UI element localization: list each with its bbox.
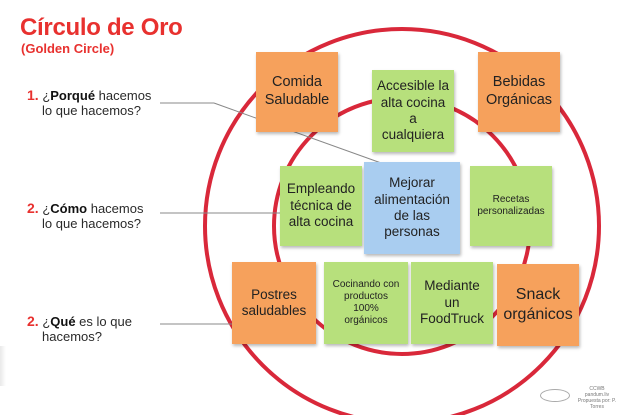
question-why-prefix: ¿ bbox=[42, 88, 51, 103]
note-snack-organicos-text: Snack orgánicos bbox=[503, 286, 573, 323]
note-snack-organicos: Snack orgánicos bbox=[497, 264, 579, 346]
note-cocinando-organicos-text: Cocinando con productos 100% orgánicos bbox=[332, 278, 400, 327]
note-empleando-tecnica: Empleando técnica de alta cocina bbox=[280, 166, 362, 246]
question-how: 2. ¿Cómo hacemos lo que hacemos? bbox=[27, 200, 144, 232]
question-how-line2: lo que hacemos? bbox=[42, 216, 142, 231]
note-postres-saludables: Postres saludables bbox=[232, 262, 316, 344]
note-empleando-tecnica-text: Empleando técnica de alta cocina bbox=[286, 181, 356, 230]
note-mejorar-alimentacion-text: Mejorar alimentación de las personas bbox=[374, 175, 450, 240]
question-what-number: 2. bbox=[27, 313, 39, 329]
question-what-prefix: ¿ bbox=[42, 314, 51, 329]
question-why-line2: lo que hacemos? bbox=[42, 103, 142, 118]
slide-title: Círculo de Oro bbox=[20, 14, 183, 41]
question-what-line2: hacemos? bbox=[42, 329, 102, 344]
question-how-rest: hacemos bbox=[87, 201, 144, 216]
footer-line2: pandum.liv bbox=[584, 392, 610, 398]
note-comida-saludable-text: Comida Saludable bbox=[264, 74, 330, 108]
question-why: 1. ¿Porqué hacemos lo que hacemos? bbox=[27, 87, 152, 119]
note-mejorar-alimentacion: Mejorar alimentación de las personas bbox=[364, 162, 460, 254]
connector-why-diagonal bbox=[213, 102, 396, 169]
question-how-prefix: ¿ bbox=[42, 201, 51, 216]
question-how-number: 2. bbox=[27, 200, 39, 216]
note-bebidas-organicas-text: Bebidas Orgánicas bbox=[485, 74, 553, 108]
note-mediante-foodtruck-text: Mediante un FoodTruck bbox=[419, 278, 485, 327]
question-what-bold: Qué bbox=[50, 314, 76, 329]
note-cocinando-organicos: Cocinando con productos 100% orgánicos bbox=[324, 262, 408, 344]
left-edge-shadow bbox=[0, 346, 6, 386]
note-bebidas-organicas: Bebidas Orgánicas bbox=[478, 52, 560, 132]
question-why-rest: hacemos bbox=[95, 88, 152, 103]
question-what-rest: es lo que bbox=[75, 314, 132, 329]
question-how-bold: Cómo bbox=[50, 201, 88, 216]
note-accesible-alta-cocina-text: Accesible la alta cocina a cualquiera bbox=[376, 78, 450, 143]
note-recetas-personalizadas-text: Recetas personalizadas bbox=[477, 193, 545, 217]
footer-logo-icon bbox=[540, 389, 570, 402]
note-comida-saludable: Comida Saludable bbox=[256, 52, 338, 132]
question-why-number: 1. bbox=[27, 87, 39, 103]
question-what: 2. ¿Qué es lo que hacemos? bbox=[27, 313, 132, 345]
question-why-bold: Porqué bbox=[50, 88, 96, 103]
footer-line1: CCWB bbox=[589, 386, 605, 392]
note-mediante-foodtruck: Mediante un FoodTruck bbox=[411, 262, 493, 344]
note-postres-saludables-text: Postres saludables bbox=[241, 286, 307, 318]
note-accesible-alta-cocina: Accesible la alta cocina a cualquiera bbox=[372, 70, 454, 152]
note-recetas-personalizadas: Recetas personalizadas bbox=[470, 166, 552, 246]
slide-subtitle: (Golden Circle) bbox=[21, 41, 115, 56]
footer-line3: Propuesta por: P. Torres bbox=[577, 398, 617, 410]
footer-credits: CCWB pandum.liv Propuesta por: P. Torres bbox=[573, 386, 621, 410]
